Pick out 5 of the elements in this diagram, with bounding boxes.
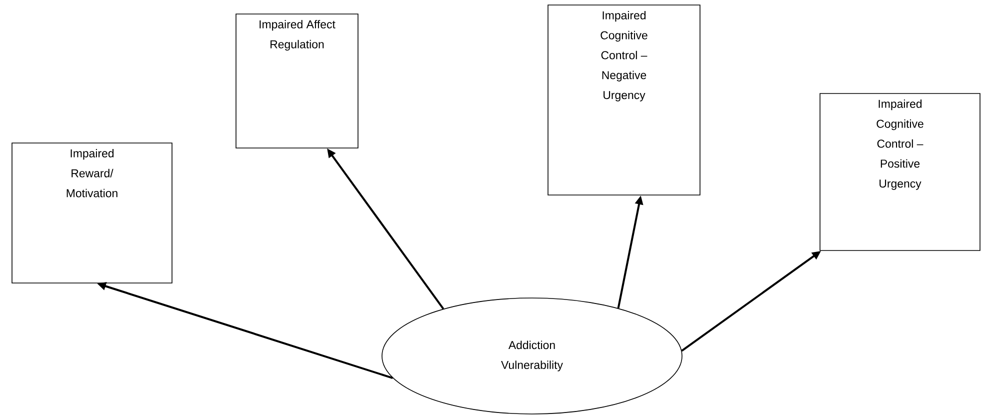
text-box: Impaired Reward/ Motivation [12, 142, 172, 284]
ellipse-node: Addiction Vulnerability [382, 298, 682, 414]
text-box: Impaired Cognitive Control – Negative Urgency [548, 4, 700, 196]
text-box: Impaired Cognitive Control – Positive Urgency [820, 93, 980, 251]
text-box: Impaired Affect Regulation [236, 14, 358, 148]
